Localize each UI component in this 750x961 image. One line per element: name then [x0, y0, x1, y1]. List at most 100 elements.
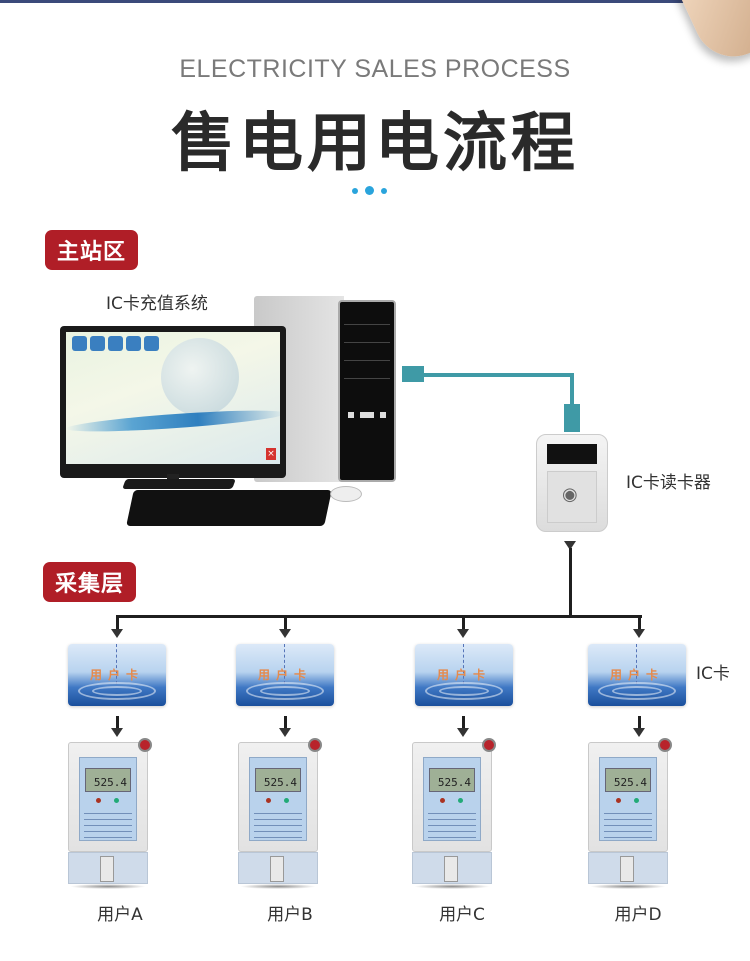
reader-tap-pad: ◉ — [547, 471, 597, 523]
card-dash — [636, 644, 637, 684]
meter-shadow — [414, 884, 490, 889]
electric-meter-d: 525.4 — [588, 738, 672, 889]
water-wave-graphic — [66, 406, 280, 436]
card-ripple — [246, 682, 324, 700]
arrow-down-icon — [457, 728, 469, 737]
ic-card-reader: ◉ — [536, 434, 608, 532]
electric-meter-c: 525.4 — [412, 738, 496, 889]
section-badge-master-station: 主站区 — [45, 230, 139, 270]
meter-shadow — [70, 884, 146, 889]
arrow-down-icon — [633, 728, 645, 737]
meter-reading: 525.4 — [429, 768, 475, 792]
section-badge-collection-layer: 采集层 — [43, 562, 137, 602]
drive-bay — [344, 324, 390, 325]
network-cable-horizontal — [404, 373, 574, 377]
meter-panel: 525.4 — [599, 757, 657, 841]
card-label: 用户卡 — [436, 668, 491, 682]
card-to-meter-line — [638, 716, 641, 730]
user-label-a: 用户A — [97, 905, 143, 925]
card-icon — [90, 336, 105, 351]
meter-nameplate — [428, 808, 476, 838]
meter-seal — [658, 738, 672, 752]
ic-system-label: IC卡充值系统 — [106, 294, 208, 314]
card-to-meter-line — [462, 716, 465, 730]
card-to-meter-line — [116, 716, 119, 730]
payment-icon — [108, 336, 123, 351]
tower-display — [360, 412, 374, 418]
user-card-c: 用户卡 — [415, 644, 513, 706]
settings-icon — [144, 336, 159, 351]
top-border — [0, 0, 750, 3]
meter-reading: 525.4 — [255, 768, 301, 792]
drive-bay — [344, 360, 390, 361]
network-cable-vertical — [570, 373, 574, 413]
page-title: 售电用电流程 — [171, 107, 579, 181]
meter-seal — [482, 738, 496, 752]
meter-nameplate — [254, 808, 302, 838]
meter-body: 525.4 — [412, 742, 492, 852]
monitor-stand-neck — [167, 474, 179, 480]
drive-bay — [344, 378, 390, 379]
user-label-d: 用户D — [614, 905, 662, 925]
branch-line-a — [116, 615, 119, 630]
meter-led — [114, 798, 119, 803]
meter-seal — [138, 738, 152, 752]
meter-panel: 525.4 — [79, 757, 137, 841]
ic-card-label: IC卡 — [696, 664, 730, 684]
ic-recharge-system-screen: × — [66, 332, 280, 464]
meter-nameplate — [604, 808, 652, 838]
meter-clip — [444, 856, 458, 882]
card-ripple — [92, 686, 142, 696]
dot — [365, 186, 374, 195]
app-toolbar — [72, 336, 159, 351]
arrow-down-icon — [564, 541, 576, 550]
dot — [352, 187, 358, 194]
user-label-c: 用户C — [439, 905, 485, 925]
meter-led — [458, 798, 463, 803]
monitor: × — [60, 326, 286, 478]
meter-led — [266, 798, 271, 803]
meter-shadow — [590, 884, 666, 889]
arrow-down-icon — [279, 728, 291, 737]
card-to-meter-line — [284, 716, 287, 730]
branch-line-c — [462, 615, 465, 630]
ethernet-plug-reader — [564, 404, 580, 432]
user-label-b: 用户B — [267, 905, 313, 925]
arrow-down-icon — [111, 629, 123, 638]
meter-reading: 525.4 — [85, 768, 131, 792]
tower-buttons — [348, 412, 386, 418]
card-ripple — [260, 686, 310, 696]
meter-nameplate — [84, 808, 132, 838]
trunk-line — [569, 548, 572, 616]
card-ripple — [598, 682, 676, 700]
mouse — [330, 486, 362, 502]
branch-line-d — [638, 615, 641, 630]
meter-body: 525.4 — [588, 742, 668, 852]
drive-bay — [344, 342, 390, 343]
tower-button — [380, 412, 386, 418]
user-card-a: 用户卡 — [68, 644, 166, 706]
card-label: 用户卡 — [257, 668, 312, 682]
meter-clip — [270, 856, 284, 882]
meter-shadow — [240, 884, 316, 889]
card-ripple — [425, 682, 503, 700]
ethernet-plug-pc — [402, 366, 424, 382]
meter-led — [634, 798, 639, 803]
globe-graphic — [161, 338, 239, 416]
card-ripple — [78, 682, 156, 700]
rfid-icon: ◉ — [562, 484, 578, 505]
meter-body: 525.4 — [238, 742, 318, 852]
card-label: 用户卡 — [89, 668, 144, 682]
user-card-d: 用户卡 — [588, 644, 686, 706]
arrow-down-icon — [633, 629, 645, 638]
card-dash — [116, 644, 117, 684]
meter-led — [96, 798, 101, 803]
meter-clip — [100, 856, 114, 882]
keyboard — [126, 490, 332, 526]
monitor-stand-base — [122, 479, 236, 489]
meter-reading: 525.4 — [605, 768, 651, 792]
card-dash — [284, 644, 285, 684]
electric-meter-b: 525.4 — [238, 738, 322, 889]
reader-label: IC卡读卡器 — [626, 473, 711, 493]
meter-led — [440, 798, 445, 803]
